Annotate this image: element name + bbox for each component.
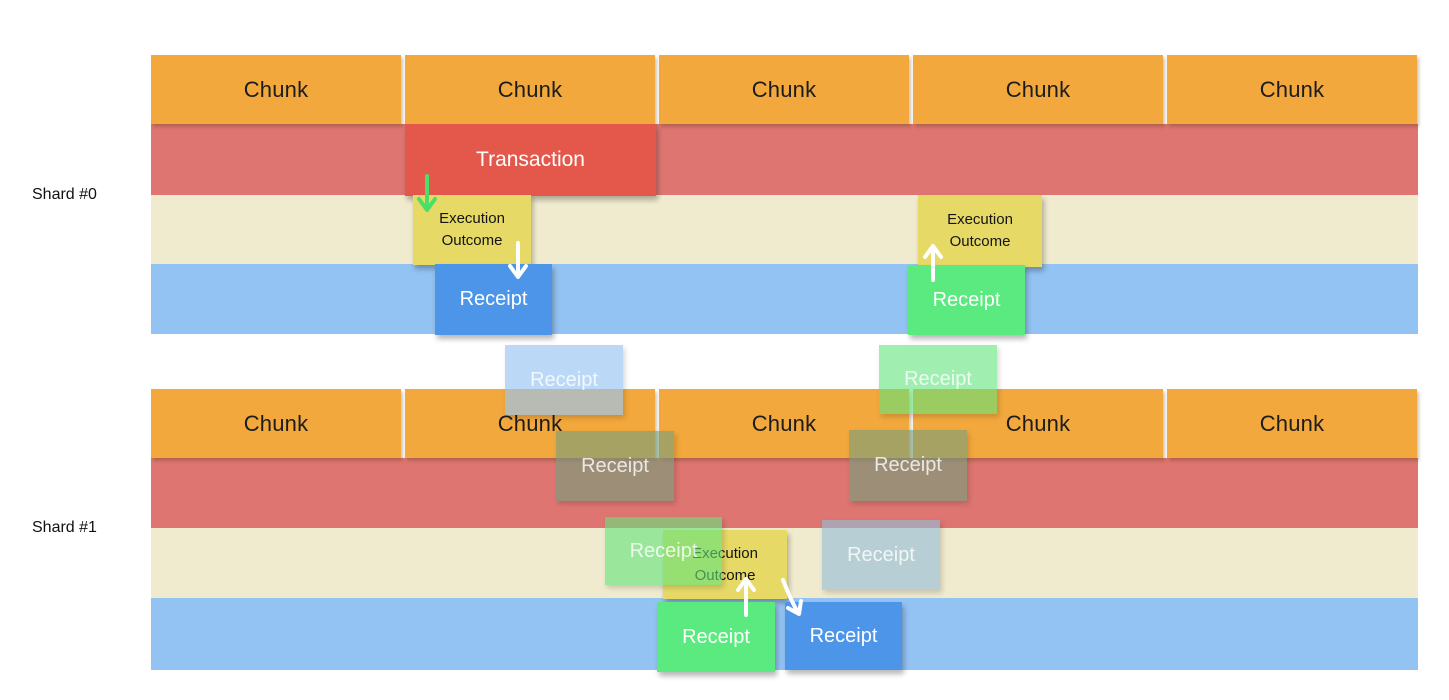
shard-0-transaction-band bbox=[151, 124, 1418, 195]
chunk-block: Chunk bbox=[913, 55, 1163, 124]
incoming-receipt-box: Receipt bbox=[849, 430, 967, 501]
execution-outcome-box: Execution Outcome bbox=[413, 195, 531, 265]
chunk-block: Chunk bbox=[151, 389, 401, 458]
shard-1-transaction-band bbox=[151, 458, 1418, 528]
shard-0-receipt-band bbox=[151, 264, 1418, 334]
shard-0-execution-band bbox=[151, 195, 1418, 264]
execution-outcome-line2: Outcome bbox=[949, 233, 1011, 250]
shard-1-chunk-row: Chunk Chunk Chunk Chunk Chunk bbox=[151, 389, 1417, 458]
shard-0-chunk-row: Chunk Chunk Chunk Chunk Chunk bbox=[151, 55, 1417, 124]
receipt-box-blue: Receipt bbox=[435, 264, 552, 335]
chunk-block: Chunk bbox=[659, 55, 909, 124]
chunk-block: Chunk bbox=[1167, 55, 1417, 124]
execution-outcome-line2: Outcome bbox=[441, 232, 503, 249]
transaction-box: Transaction bbox=[405, 124, 656, 196]
chunk-block: Chunk bbox=[405, 55, 655, 124]
execution-outcome-line1: Execution bbox=[947, 211, 1013, 228]
transit-receipt-box-blue: Receipt bbox=[505, 345, 623, 415]
receipt-box-blue: Receipt bbox=[785, 602, 902, 670]
queued-receipt-box-green: Receipt bbox=[605, 517, 722, 585]
incoming-receipt-box: Receipt bbox=[556, 431, 674, 501]
execution-outcome-box: Execution Outcome bbox=[918, 195, 1042, 267]
queued-receipt-box-blue: Receipt bbox=[822, 520, 940, 590]
receipt-box-green: Receipt bbox=[657, 602, 775, 672]
transit-receipt-box-green: Receipt bbox=[879, 345, 997, 414]
execution-outcome-line1: Execution bbox=[439, 210, 505, 227]
shard-1-label: Shard #1 bbox=[32, 519, 97, 536]
shard-0-label: Shard #0 bbox=[32, 186, 97, 203]
chunk-block: Chunk bbox=[1167, 389, 1417, 458]
receipt-box-green: Receipt bbox=[908, 265, 1025, 335]
chunk-block: Chunk bbox=[151, 55, 401, 124]
